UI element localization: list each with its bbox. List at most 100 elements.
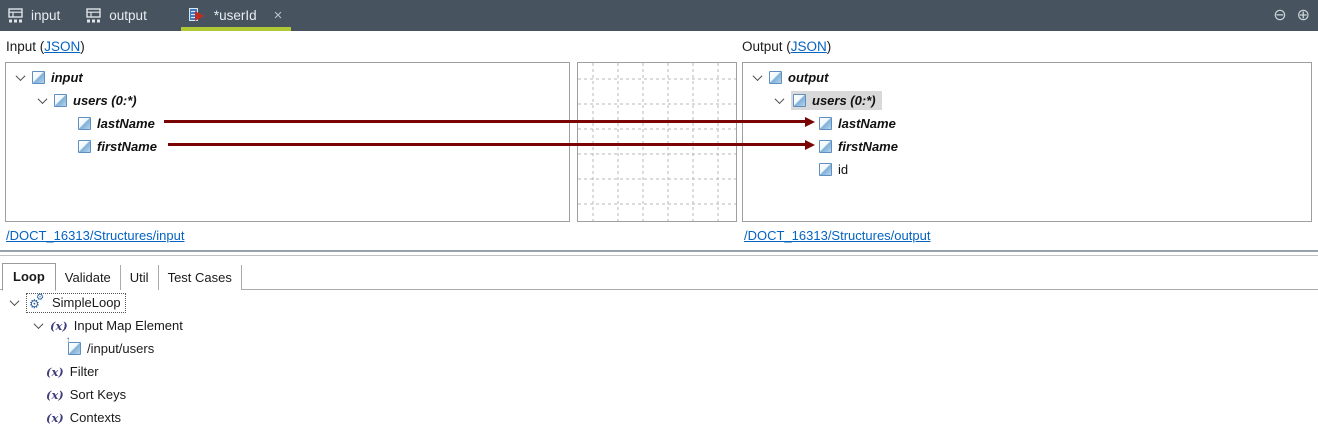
expander[interactable]	[36, 94, 48, 105]
function-icon: (x)	[50, 318, 68, 333]
mapping-arrowhead	[805, 116, 815, 127]
tree-row-firstname[interactable]: firstName	[6, 135, 569, 158]
input-header-text: Input (	[6, 39, 45, 54]
focus-outline: ⚙ ⚙ SimpleLoop	[26, 291, 126, 313]
element-icon	[32, 71, 45, 84]
function-icon: (x)	[46, 364, 64, 379]
expander[interactable]	[14, 71, 26, 82]
editor-tab-bar: input output *userId × ⊖ ⊕	[0, 0, 1318, 31]
tree-row-users-selected[interactable]: users (0:*)	[743, 89, 1311, 112]
element-icon	[819, 140, 832, 153]
tab-validate[interactable]: Validate	[55, 265, 121, 290]
editor-tab-label: output	[109, 8, 147, 23]
chevron-down-icon	[774, 94, 784, 105]
node-label[interactable]: id	[838, 162, 849, 177]
output-json-link[interactable]: JSON	[790, 39, 827, 54]
input-header-text-close: )	[80, 39, 85, 54]
tree-row-users[interactable]: users (0:*)	[6, 89, 569, 112]
view-controls: ⊖ ⊕	[1273, 0, 1318, 31]
mapping-line-lastname[interactable]	[164, 120, 805, 123]
tree-row-firstname[interactable]: firstName	[743, 135, 1311, 158]
input-header: Input (JSON)	[6, 39, 85, 54]
editor-tab-input[interactable]: input	[0, 0, 76, 31]
element-icon	[54, 94, 67, 107]
tree-row-input-users-path[interactable]: /input/users	[0, 335, 1318, 360]
splitter-sash[interactable]	[0, 250, 1318, 252]
maximize-icon[interactable]: ⊕	[1296, 6, 1310, 24]
input-structure-link[interactable]: /DOCT_16313/Structures/input	[6, 228, 185, 243]
node-label[interactable]: input	[51, 70, 83, 85]
output-header-text: Output (	[742, 39, 791, 54]
editor-tab-output[interactable]: output	[76, 0, 163, 31]
chevron-down-icon	[37, 94, 47, 105]
node-label[interactable]: output	[788, 70, 829, 85]
input-json-link[interactable]: JSON	[44, 39, 81, 54]
editor-tab-label: *userId	[213, 8, 257, 23]
output-header-text-close: )	[826, 39, 832, 54]
mapping-editor: Input (JSON) Output (JSON) input users (…	[0, 31, 1318, 447]
node-label[interactable]: /input/users	[87, 341, 155, 356]
gear-glyph: ⚙	[36, 291, 45, 302]
output-header: Output (JSON)	[742, 39, 831, 54]
expander[interactable]	[773, 94, 785, 105]
tree-row-lastname[interactable]: lastName	[6, 112, 569, 135]
node-label[interactable]: Filter	[69, 364, 99, 379]
chevron-down-icon	[752, 71, 762, 82]
tab-loop[interactable]: Loop	[2, 263, 56, 291]
function-icon: (x)	[46, 387, 64, 402]
function-icon: (x)	[46, 410, 64, 425]
expander[interactable]	[751, 71, 763, 82]
node-label[interactable]: lastName	[838, 116, 896, 131]
mapping-canvas[interactable]	[577, 62, 737, 222]
chevron-down-icon	[9, 296, 19, 307]
expander[interactable]	[8, 296, 20, 307]
minimize-icon[interactable]: ⊖	[1273, 6, 1287, 24]
element-icon	[793, 94, 806, 107]
gears-icon: ⚙ ⚙	[29, 291, 46, 311]
node-label[interactable]: Input Map Element	[73, 318, 183, 333]
expander[interactable]	[32, 319, 44, 330]
element-icon	[769, 71, 782, 84]
tree-row-sort-keys[interactable]: (x) Sort Keys	[0, 383, 1318, 406]
mapped-element-icon	[66, 335, 81, 355]
element-icon	[78, 117, 91, 130]
close-icon[interactable]: ×	[273, 7, 283, 24]
mapping-line-firstname[interactable]	[168, 143, 805, 146]
tree-row-id[interactable]: id	[743, 158, 1311, 181]
tab-util[interactable]: Util	[120, 265, 159, 290]
node-label[interactable]: users (0:*)	[73, 93, 137, 108]
element-icon	[819, 117, 832, 130]
bottom-tab-strip: Loop Validate Util Test Cases	[2, 262, 1316, 291]
node-label[interactable]: SimpleLoop	[52, 295, 121, 310]
editor-tab-label: input	[31, 8, 61, 23]
selected-row-highlight: users (0:*)	[791, 91, 882, 110]
output-tree-panel: output users (0:*) lastName firstName id	[742, 62, 1312, 222]
editor-tab-userid[interactable]: *userId ×	[179, 0, 294, 31]
output-structure-link[interactable]: /DOCT_16313/Structures/output	[744, 228, 931, 243]
tree-row-output[interactable]: output	[743, 66, 1311, 89]
structure-icon	[8, 8, 23, 23]
tab-test-cases[interactable]: Test Cases	[158, 265, 242, 290]
tree-row-simpleloop[interactable]: ⚙ ⚙ SimpleLoop	[0, 291, 1318, 314]
tree-row-lastname[interactable]: lastName	[743, 112, 1311, 135]
loop-config-tree: ⚙ ⚙ SimpleLoop (x) Input Map Element /in…	[0, 291, 1318, 429]
tree-row-input[interactable]: input	[6, 66, 569, 89]
element-icon	[819, 163, 832, 176]
canvas-grid	[578, 63, 736, 221]
tree-row-contexts[interactable]: (x) Contexts	[0, 406, 1318, 429]
structure-icon	[86, 8, 101, 23]
input-tree-panel: input users (0:*) lastName firstName	[5, 62, 570, 222]
node-label[interactable]: users (0:*)	[812, 93, 876, 108]
tree-row-filter[interactable]: (x) Filter	[0, 360, 1318, 383]
gear-glyph: ⚙	[29, 296, 40, 311]
node-label[interactable]: Contexts	[69, 410, 122, 425]
tab-strip-baseline	[0, 289, 1318, 290]
node-label[interactable]: firstName	[838, 139, 898, 154]
chevron-down-icon	[33, 319, 43, 330]
element-icon	[78, 140, 91, 153]
node-label[interactable]: firstName	[97, 139, 157, 154]
bottom-panel-border	[0, 255, 1318, 256]
tree-row-input-map-element[interactable]: (x) Input Map Element	[0, 314, 1318, 337]
node-label[interactable]: lastName	[97, 116, 155, 131]
node-label[interactable]: Sort Keys	[69, 387, 127, 402]
